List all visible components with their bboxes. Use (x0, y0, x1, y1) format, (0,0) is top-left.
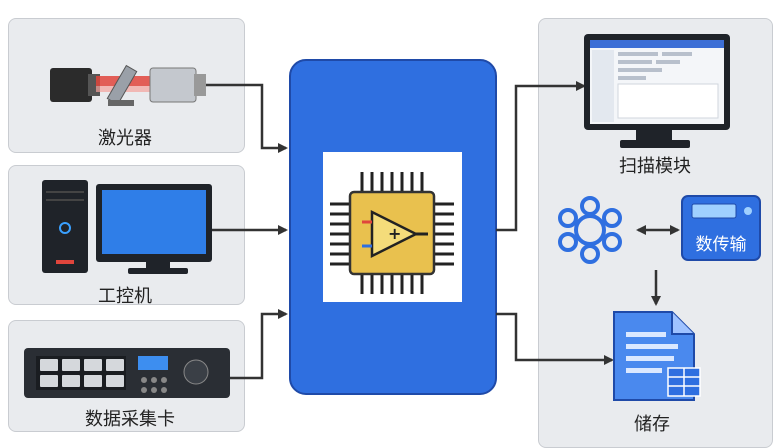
laser-label: 激光器 (98, 128, 152, 149)
document-icon (613, 311, 701, 401)
transfer-label: 数传输 (695, 235, 747, 255)
svg-text:+: + (388, 224, 401, 243)
chip-icon: + (330, 172, 454, 294)
ipc-label: 工控机 (98, 286, 152, 307)
monitor-icon (584, 34, 730, 148)
daq-card-icon (24, 348, 230, 398)
connectors-left (206, 83, 288, 380)
laser-icon (50, 64, 206, 106)
connectors-right (496, 81, 680, 365)
scan-label: 扫描模块 (619, 156, 691, 177)
computer-icon (42, 180, 212, 274)
network-hub-icon (558, 196, 622, 264)
device-icon (681, 195, 761, 261)
storage-label: 储存 (634, 414, 670, 435)
daq-label: 数据采集卡 (85, 409, 175, 430)
diagram-canvas: + (24, 34, 761, 401)
